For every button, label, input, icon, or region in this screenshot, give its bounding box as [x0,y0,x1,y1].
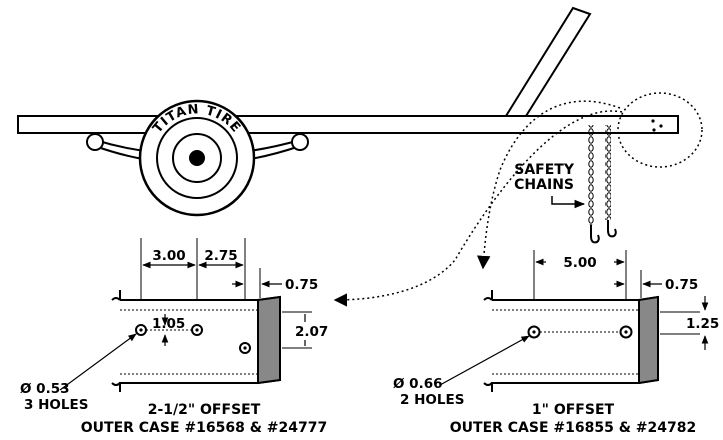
hole-leader-left [59,333,137,391]
trailer-illustration: TITAN TIRE SAFETY CHAINS [17,6,703,307]
dim-3-00: 3.00 [152,248,185,264]
hole-count-right: 2 HOLES [400,392,464,408]
safety-chains-leader [551,196,586,209]
frame-bolt [651,119,655,123]
dim-0-75-right: 0.75 [665,277,698,293]
chain-hook [590,225,600,244]
frame-section-end-face [638,295,659,385]
dim-5-00: 5.00 [563,255,596,271]
frame-section-outline [119,290,281,392]
wheel: TITAN TIRE [138,99,256,217]
trailer-frame [17,115,679,134]
spring-eye-rear [291,133,309,151]
safety-chains-label-line2: CHAINS [514,177,574,193]
dim-2-07: 2.07 [295,324,328,340]
frame-bolt [659,124,663,128]
frame-section-outline [491,290,659,392]
spring-eye-front [86,133,104,151]
dim-1-25: 1.25 [686,316,719,332]
safety-chains-label-line1: SAFETY [514,162,575,178]
right-caption-case: OUTER CASE #16855 & #24782 [450,420,697,436]
hole-size-right: Ø 0.66 [393,376,443,392]
right-frame-detail: 5.00 0.75 1.25 Ø 0.66 2 HOLES 1" OFFSET … [393,250,719,436]
dim-1-05: 1.05 [152,316,185,332]
frame-section-end-face [257,295,281,385]
hole-size-left: Ø 0.53 [20,381,70,397]
callout-leader-right [476,100,621,270]
dim-0-75-left: 0.75 [285,277,318,293]
safety-chains [588,125,617,244]
dim-2-75: 2.75 [204,248,237,264]
hole-count-left: 3 HOLES [24,397,88,413]
left-caption-offset: 2-1/2" OFFSET [148,402,261,418]
trailer-tongue [504,6,592,117]
frame-bolt [652,128,656,132]
detail-callout-circle [617,92,703,168]
left-caption-case: OUTER CASE #16568 & #24777 [81,420,328,436]
right-caption-offset: 1" OFFSET [532,402,615,418]
callout-leader-left [333,110,623,307]
hole-leader-right [439,335,530,386]
left-frame-detail: 3.00 2.75 0.75 1.05 2.07 [20,238,335,436]
chain-hook [607,220,617,238]
